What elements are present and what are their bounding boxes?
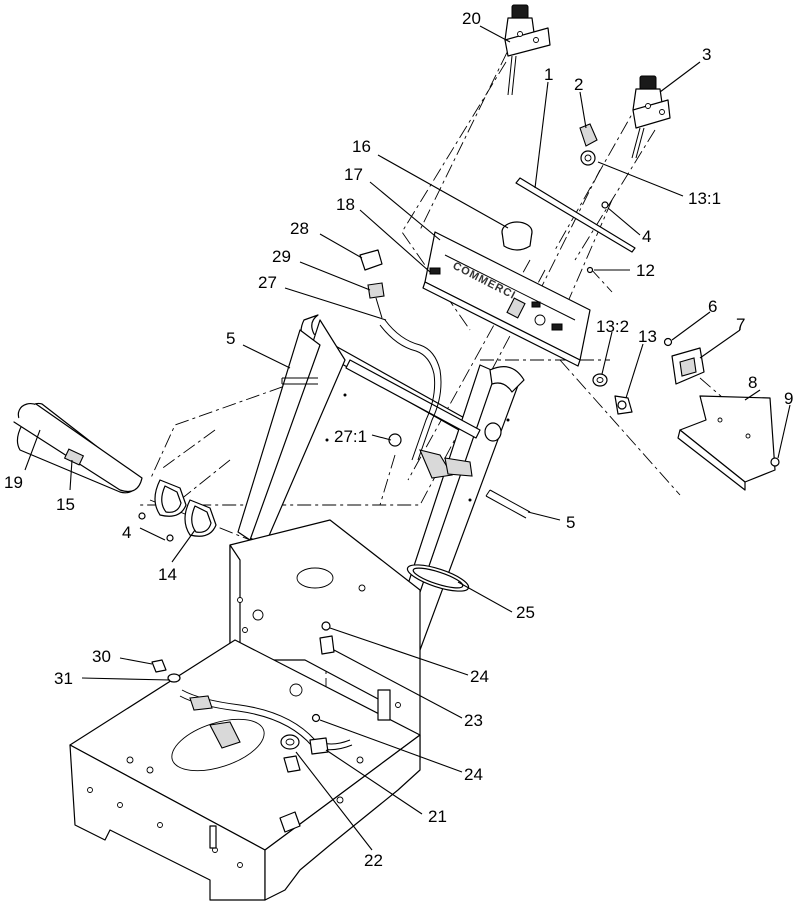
callout-18: 18 bbox=[336, 195, 355, 214]
leader-lines bbox=[24, 25, 791, 851]
throttle-cable bbox=[179, 621, 353, 773]
callout-17: 17 bbox=[344, 165, 363, 184]
callout-30: 30 bbox=[92, 647, 111, 666]
ring bbox=[406, 564, 470, 592]
callout-22: 22 bbox=[364, 851, 383, 870]
callout-16: 16 bbox=[352, 137, 371, 156]
callout-7: 7 bbox=[736, 315, 745, 334]
callout-20: 20 bbox=[462, 9, 481, 28]
wire-connector bbox=[359, 249, 385, 319]
callout-4-top: 4 bbox=[642, 227, 651, 246]
clamps bbox=[138, 479, 217, 542]
screw-washer bbox=[151, 659, 181, 683]
callout-5-bottom: 5 bbox=[566, 513, 575, 532]
wire-harness bbox=[379, 319, 473, 479]
small-screws-top bbox=[586, 201, 609, 274]
callout-25: 25 bbox=[516, 603, 535, 622]
callout-24-top: 24 bbox=[470, 667, 489, 686]
bracket bbox=[677, 395, 776, 491]
callout-15: 15 bbox=[56, 495, 75, 514]
callout-3: 3 bbox=[702, 45, 711, 64]
key-and-grommet bbox=[579, 123, 598, 166]
callout-27: 27 bbox=[258, 273, 277, 292]
callout-14: 14 bbox=[158, 565, 177, 584]
callout-1: 1 bbox=[544, 65, 553, 84]
switch bbox=[663, 337, 705, 385]
control-lever-left bbox=[504, 4, 551, 96]
bushing-and-nut bbox=[592, 373, 633, 415]
callout-31: 31 bbox=[54, 669, 73, 688]
callout-24-bottom: 24 bbox=[464, 765, 483, 784]
callout-9: 9 bbox=[784, 389, 793, 408]
knob bbox=[501, 221, 533, 251]
callout-5-top: 5 bbox=[226, 329, 235, 348]
main-frame bbox=[69, 519, 421, 901]
callout-29: 29 bbox=[272, 247, 291, 266]
callout-27-1: 27:1 bbox=[334, 427, 367, 446]
control-panel: COMMERCI bbox=[422, 231, 591, 367]
callout-19: 19 bbox=[4, 473, 23, 492]
callout-13-1: 13:1 bbox=[688, 189, 721, 208]
tube bbox=[13, 402, 143, 494]
callout-6: 6 bbox=[708, 297, 717, 316]
callout-13-2: 13:2 bbox=[596, 317, 629, 336]
callout-23: 23 bbox=[464, 711, 483, 730]
callout-28: 28 bbox=[290, 219, 309, 238]
callout-8: 8 bbox=[748, 373, 757, 392]
callout-12: 12 bbox=[636, 261, 655, 280]
callouts: 20 3 1 2 13:1 16 17 4 18 28 12 29 27 6 7… bbox=[4, 9, 793, 870]
nut-9 bbox=[770, 457, 780, 467]
control-lever-right bbox=[631, 75, 671, 159]
callout-13: 13 bbox=[638, 327, 657, 346]
callout-21: 21 bbox=[428, 807, 447, 826]
rod bbox=[515, 177, 636, 253]
callout-2: 2 bbox=[574, 75, 583, 94]
callout-4-bottom: 4 bbox=[122, 523, 131, 542]
bolts-5 bbox=[281, 377, 531, 519]
